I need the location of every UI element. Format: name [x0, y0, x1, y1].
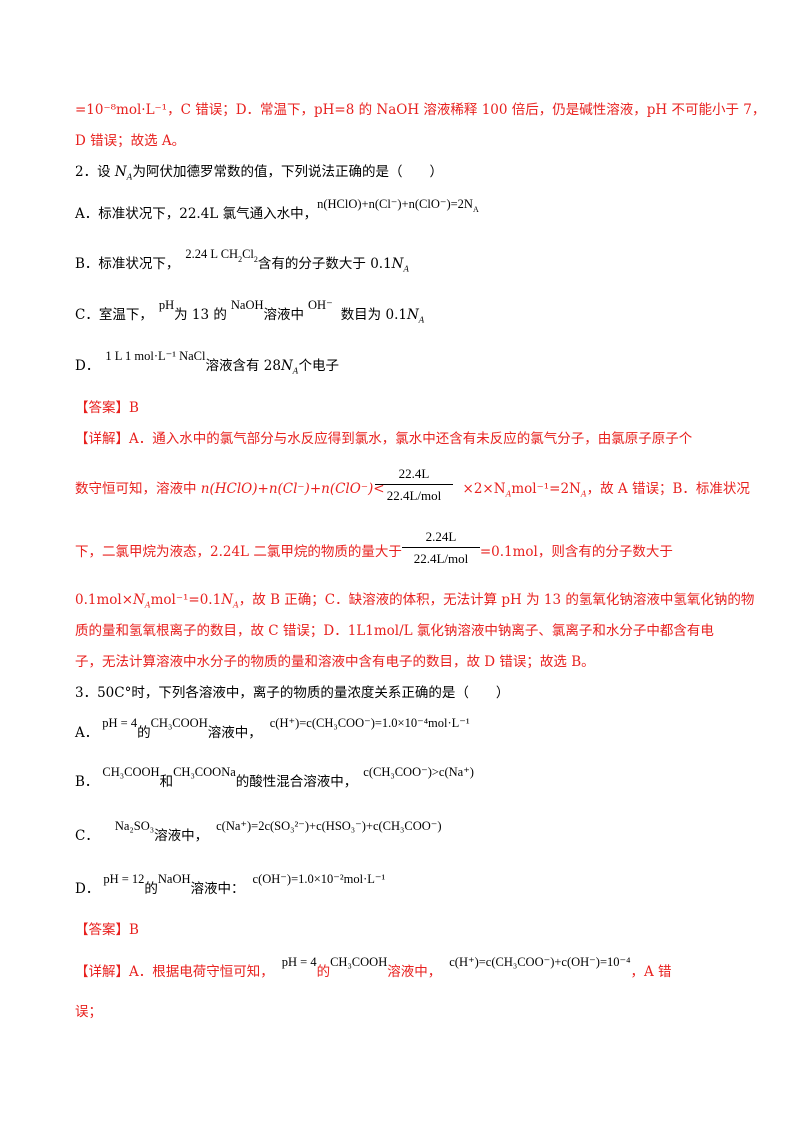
option-2b: B．标准状况下，2.24 L CH2Cl2含有的分子数大于 0.1NA: [75, 247, 410, 274]
question-2-stem: 2．设 NA为阿伏加德罗常数的值，下列说法正确的是（ ）: [75, 164, 443, 182]
option-3c: C．Na₂SO₃溶液中，c(Na⁺)=2c(SO₃²⁻)+c(HSO₃⁻)+c(…: [75, 819, 442, 844]
option-2c: C．室温下，pH为 13 的NaOH溶液中OH⁻数目为 0.1NA: [75, 298, 425, 325]
option-3b: B．CH₃COOH和CH₃COONa的酸性混合溶液中，c(CH₃COO⁻)>c(…: [75, 765, 474, 790]
answer-label: 【答案】B: [75, 922, 139, 938]
question-3-stem: 3．50C°时，下列各溶液中，离子的物质的量浓度关系正确的是（ ）: [75, 685, 510, 701]
explanation-line: 子，无法计算溶液中水分子的物质的量和溶液中含有电子的数目，故 D 错误；故选 B…: [75, 654, 595, 670]
explanation-line: 数守恒可知，溶液中 n(HClO)+n(Cl⁻)+n(ClO⁻)<×2×NAmo…: [75, 481, 750, 499]
explanation-line: 【详解】A．通入水中的氯气部分与水反应得到氯水，氯水中还含有未反应的氯气分子，由…: [75, 431, 693, 447]
explanation-line: 下，二氯甲烷为液态，2.24L 二氯甲烷的物质的量大于=0.1mol，则含有的分…: [75, 544, 673, 560]
explanation-line: 误；: [75, 1004, 102, 1020]
option-3d: D．pH = 12的NaOH溶液中：c(OH⁻)=1.0×10⁻²mol·L⁻¹: [75, 872, 386, 897]
explanation-line: 【详解】A．根据电荷守恒可知，pH = 4的CH₃COOH溶液中，c(H⁺)=c…: [75, 955, 672, 980]
option-3a: A．pH = 4的CH₃COOH溶液中，c(H⁺)=c(CH₃COO⁻)=1.0…: [75, 716, 470, 741]
option-2d: D．1 L 1 mol·L⁻¹ NaCl溶液含有 28NA个电子: [75, 349, 340, 376]
explanation-line: 质的量和氢氧根离子的数目，故 C 错误；D．1L1mol/L 氯化钠溶液中钠离子…: [75, 623, 714, 639]
explanation-line: D 错误；故选 A。: [75, 133, 186, 149]
answer-label: 【答案】B: [75, 400, 139, 416]
explanation-line: 0.1mol×NAmol⁻¹=0.1NA，故 B 正确；C．缺溶液的体积，无法计…: [75, 592, 755, 610]
option-2a: A．标准状况下，22.4L 氯气通入水中，n(HClO)+n(Cl⁻)+n(Cl…: [75, 197, 479, 222]
explanation-line: =10⁻⁸mol·L⁻¹，C 错误；D．常温下，pH=8 的 NaOH 溶液稀释…: [75, 102, 766, 118]
fraction: 22.4L 22.4L/mol: [375, 466, 453, 504]
fraction: 2.24L 22.4L/mol: [402, 529, 480, 567]
